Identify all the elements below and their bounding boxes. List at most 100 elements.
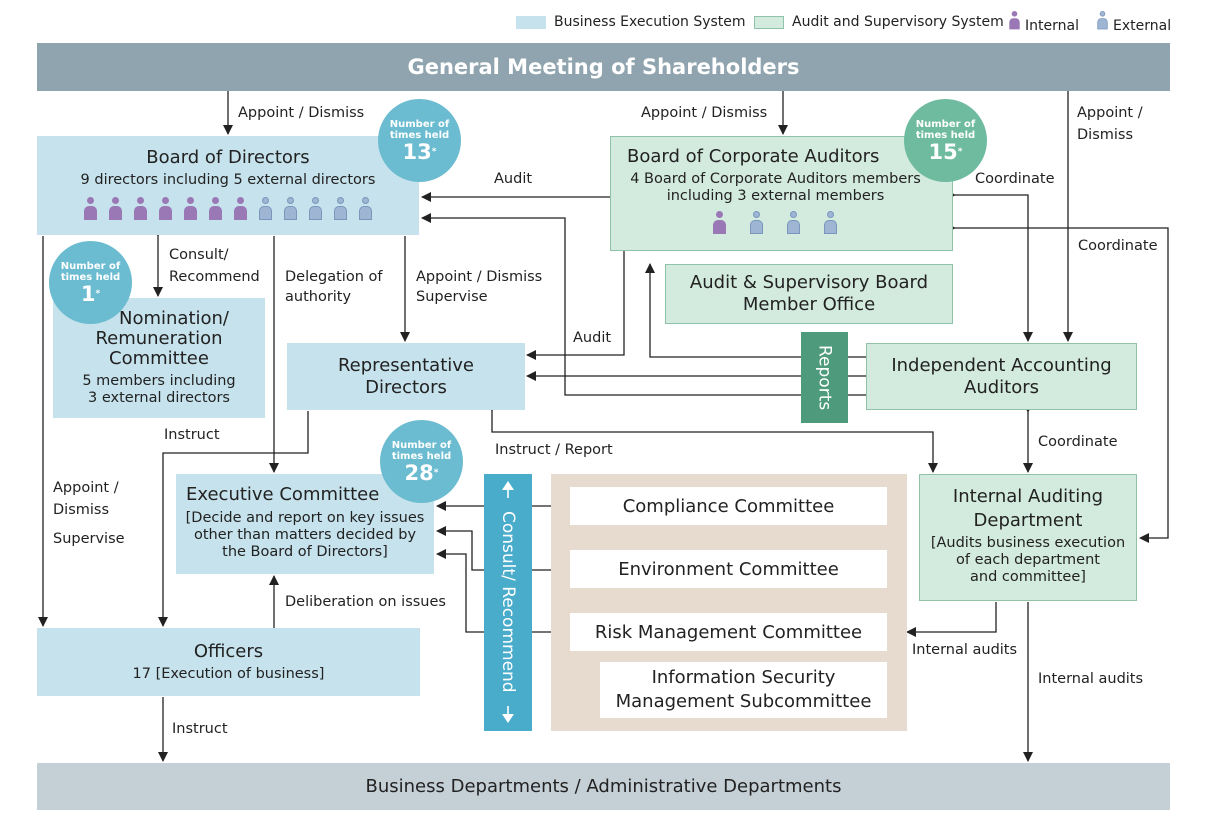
director-icons: [37, 197, 419, 231]
nomination-line2: Remuneration: [95, 328, 223, 349]
label-internal-audits: Internal audits: [912, 642, 1018, 658]
person-internal-icon: [712, 211, 726, 241]
board-of-auditors-title: Board of Corporate Auditors: [627, 146, 880, 167]
nomination-sub2: 3 external directors: [88, 390, 230, 406]
badge-caption: Number of times held: [60, 260, 121, 283]
legend-business-swatch: [516, 15, 546, 29]
compliance-committee-label: Compliance Committee: [622, 495, 835, 517]
representative-directors-box: Representative Directors: [287, 343, 525, 410]
risk-management-committee-box: Risk Management Committee: [570, 613, 887, 651]
person-external-icon: [1097, 11, 1108, 35]
label-instruct-report: Instruct / Report: [495, 442, 613, 458]
nomination-committee-box: Nomination/ Remuneration Committee 5 mem…: [53, 298, 265, 418]
infosec-line2: Management Subcommittee: [615, 691, 872, 712]
legend-external: External: [1096, 8, 1171, 38]
legend-external-label: External: [1113, 18, 1172, 34]
executive-count-badge: Number of times held 28*: [380, 420, 463, 503]
board-of-directors-count-badge: Number of times held 13*: [378, 99, 461, 182]
label-dismiss: Dismiss: [53, 502, 110, 518]
board-of-auditors-subtitle-1: 4 Board of Corporate Auditors members: [630, 171, 921, 187]
label-supervise: Supervise: [53, 531, 125, 547]
internal-auditing-sub3: and committee]: [970, 569, 1086, 585]
badge-number-value: 15: [928, 139, 958, 164]
nomination-line3: Committee: [109, 348, 209, 369]
legend-internal: Internal: [1008, 8, 1079, 38]
general-meeting-title: General Meeting of Shareholders: [407, 55, 800, 79]
executive-sub1: [Decide and report on key issues: [185, 510, 425, 526]
badge-asterisk: *: [433, 467, 439, 478]
label-internal-audits: Internal audits: [1038, 671, 1144, 687]
nomination-line1: Nomination/: [119, 308, 229, 329]
internal-auditing-line2: Department: [973, 510, 1083, 531]
person-internal-icon: [184, 197, 197, 227]
audit-office-box: Audit & Supervisory Board Member Office: [665, 264, 953, 324]
officers-sub: 17 [Execution of business]: [132, 666, 325, 682]
badge-number: 15*: [929, 141, 963, 163]
person-external-icon: [786, 211, 800, 241]
badge-number: 28*: [405, 462, 439, 484]
representative-line2: Directors: [365, 376, 447, 398]
label-deliberation: Deliberation on issues: [285, 594, 446, 610]
executive-sub3: the Board of Directors]: [222, 544, 388, 560]
badge-caption: Number of times held: [389, 118, 450, 141]
business-departments-label: Business Departments / Administrative De…: [365, 776, 842, 797]
reports-label: Reports: [814, 344, 835, 411]
internal-auditing-box: Internal Auditing Department [Audits bus…: [919, 474, 1137, 601]
legend-business: Business Execution System: [516, 14, 746, 30]
accounting-auditors-box: Independent Accounting Auditors: [866, 343, 1137, 410]
person-internal-icon: [209, 197, 222, 227]
badge-caption: Number of times held: [391, 439, 452, 462]
risk-management-committee-label: Risk Management Committee: [594, 621, 863, 643]
label-coordinate: Coordinate: [975, 171, 1055, 187]
officers-title: Officers: [193, 641, 264, 662]
label-instruct: Instruct: [164, 427, 220, 443]
business-departments-bar: Business Departments / Administrative De…: [37, 763, 1170, 810]
person-external-icon: [749, 211, 763, 241]
accounting-auditors-line1: Independent Accounting: [891, 354, 1112, 376]
label-instruct: Instruct: [172, 721, 228, 737]
label-coordinate: Coordinate: [1038, 434, 1118, 450]
label-appoint-dismiss: Appoint / Dismiss: [416, 269, 543, 285]
badge-asterisk: *: [95, 288, 101, 299]
label-appoint: Appoint /: [53, 480, 119, 496]
board-of-directors-subtitle: 9 directors including 5 external directo…: [80, 172, 376, 188]
badge-number-value: 28: [404, 460, 434, 485]
general-meeting-bar: General Meeting of Shareholders: [37, 43, 1170, 91]
label-authority: authority: [285, 289, 352, 305]
internal-auditing-sub2: of each department: [956, 552, 1100, 568]
legend-business-label: Business Execution System: [554, 14, 746, 30]
person-external-icon: [823, 211, 837, 241]
audit-office-line1: Audit & Supervisory Board: [689, 272, 929, 293]
internal-auditing-sub1: [Audits business execution: [930, 535, 1126, 551]
person-internal-icon: [134, 197, 147, 227]
badge-number-value: 1: [80, 281, 96, 306]
badge-number-value: 13: [402, 139, 432, 164]
label-delegation: Delegation of: [285, 269, 383, 285]
double-arrow-icon: [502, 481, 514, 723]
label-dismiss: Dismiss: [1077, 127, 1134, 143]
auditor-icons: [611, 211, 952, 245]
label-appoint-dismiss: Appoint / Dismiss: [238, 105, 365, 121]
badge-number: 1*: [81, 283, 100, 305]
environment-committee-box: Environment Committee: [570, 550, 887, 588]
person-external-icon: [359, 197, 372, 227]
reports-bar: Reports: [801, 332, 848, 423]
person-internal-icon: [1009, 11, 1020, 35]
executive-title: Executive Committee: [186, 484, 380, 505]
nomination-count-badge: Number of times held 1*: [49, 241, 132, 324]
label-coordinate: Coordinate: [1078, 238, 1158, 254]
label-consult: Consult/: [169, 247, 229, 263]
label-appoint: Appoint /: [1077, 105, 1143, 121]
audit-office-line2: Member Office: [742, 294, 876, 315]
badge-asterisk: *: [431, 146, 437, 157]
compliance-committee-box: Compliance Committee: [570, 487, 887, 525]
badge-number: 13*: [403, 141, 437, 163]
legend-audit: Audit and Supervisory System: [754, 14, 1004, 30]
executive-sub2: other than matters decided by: [193, 527, 417, 543]
board-of-auditors-count-badge: Number of times held 15*: [904, 99, 987, 182]
representative-line1: Representative: [337, 354, 474, 376]
person-internal-icon: [159, 197, 172, 227]
infosec-line1: Information Security: [651, 667, 836, 688]
accounting-auditors-line2: Auditors: [964, 376, 1039, 398]
